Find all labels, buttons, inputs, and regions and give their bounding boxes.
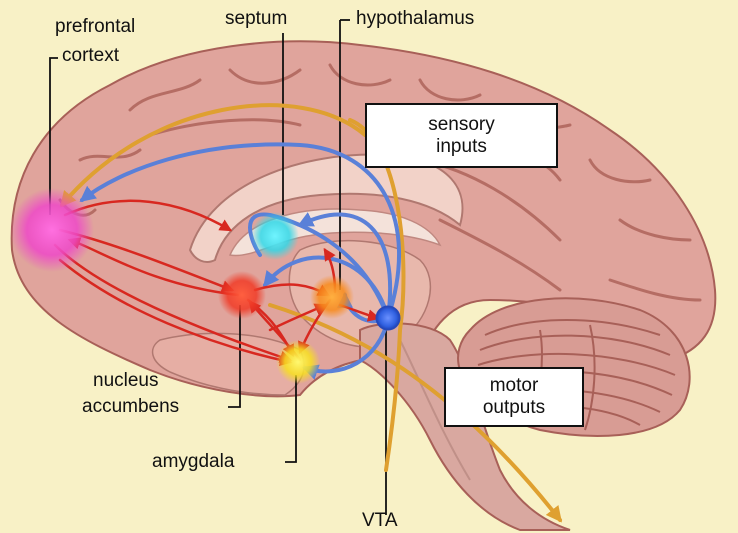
sensory-inputs-line1: sensory — [367, 114, 556, 136]
septum-label: septum — [225, 8, 287, 30]
amygdala-spot — [276, 340, 320, 384]
nucleus-accumbens-label-line2: accumbens — [82, 396, 179, 418]
prefrontal-label-line2: cortext — [62, 45, 119, 67]
vta-label: VTA — [362, 510, 398, 532]
nucleus-accumbens-spot — [218, 271, 266, 319]
motor-outputs-line1: motor — [446, 375, 582, 397]
septum-spot — [251, 212, 299, 260]
hypothalamus-spot — [310, 275, 354, 319]
sensory-inputs-box: sensory inputs — [365, 103, 558, 168]
motor-outputs-line2: outputs — [446, 397, 582, 419]
prefrontal-label-line1: prefrontal — [55, 16, 135, 38]
hypothalamus-label: hypothalamus — [356, 8, 474, 30]
vta-spot — [376, 306, 400, 330]
motor-outputs-box: motor outputs — [444, 367, 584, 427]
prefrontal-cortex-spot — [10, 188, 94, 272]
nucleus-accumbens-label-line1: nucleus — [93, 370, 159, 392]
sensory-inputs-line2: inputs — [367, 136, 556, 158]
amygdala-label: amygdala — [152, 451, 234, 473]
